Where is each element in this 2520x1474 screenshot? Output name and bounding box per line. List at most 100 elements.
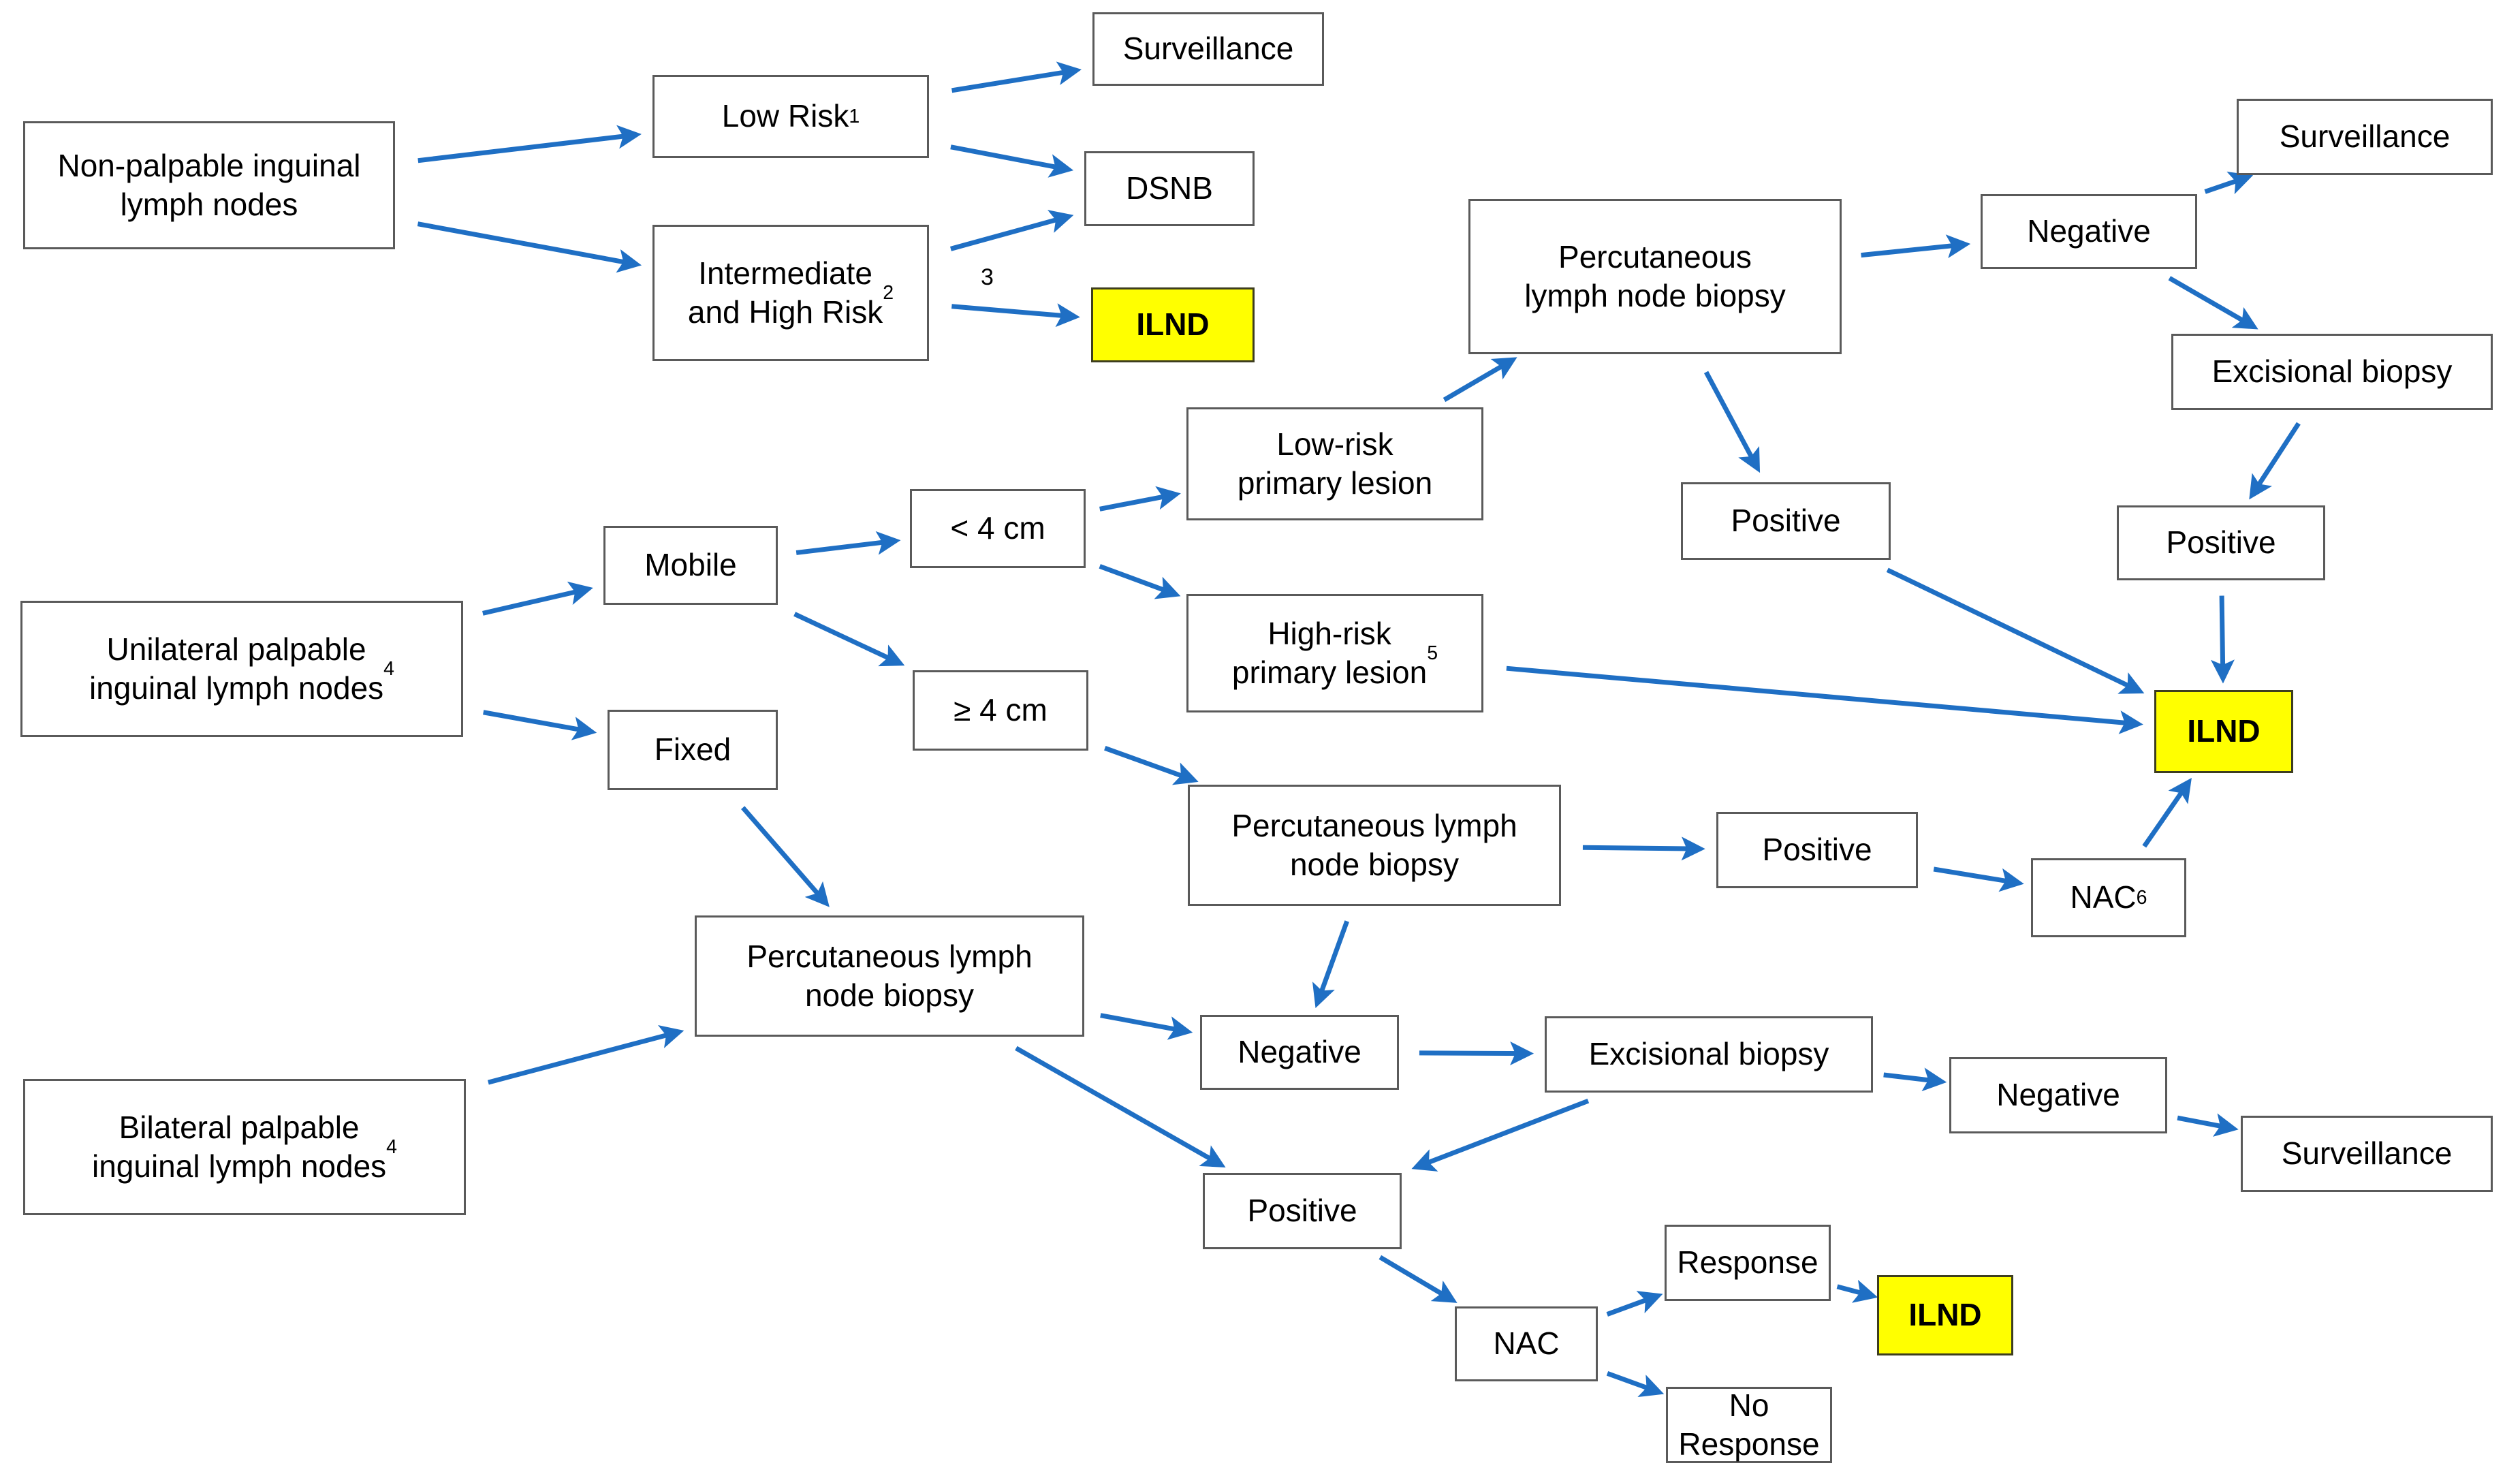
node-low-risk-primary[interactable]: Low-risk primary lesion [1186, 407, 1483, 520]
edge-percutaneous-bottom-to-positive-bottom [1015, 1046, 1226, 1167]
node-percutaneous-mid[interactable]: Percutaneous lymph node biopsy [1188, 785, 1561, 906]
node-label: High-risk primary lesion [1231, 615, 1428, 691]
edge-negative-top-to-surveillance-topright [2204, 172, 2254, 195]
edge-negative-bottom-right-to-surveillance-bottom [2177, 1113, 2239, 1137]
edge-mobile-to-gte-4cm [793, 612, 905, 667]
node-label: Percutaneous lymph node biopsy [1231, 807, 1517, 883]
node-lt-4cm[interactable]: < 4 cm [910, 489, 1086, 568]
edge-fixed-to-percutaneous-bottom [741, 806, 830, 907]
edge-negative-bottom-to-excisional-biopsy-bottom [1419, 1041, 1534, 1066]
node-ilnd-bottom[interactable]: ILND [1877, 1275, 2013, 1355]
node-fixed[interactable]: Fixed [608, 710, 778, 790]
node-label: Low-risk primary lesion [1237, 426, 1433, 501]
node-gte-4cm[interactable]: ≥ 4 cm [913, 670, 1088, 751]
node-negative-bottom[interactable]: Negative [1200, 1015, 1399, 1090]
edge-positive-mid-right-to-ilnd-mid [2210, 595, 2235, 684]
node-label: Mobile [644, 547, 737, 583]
node-label: DSNB [1126, 170, 1213, 206]
edge-intermediate-high-risk-to-ilnd-top [951, 303, 1080, 328]
edge-lt-4cm-to-high-risk-primary [1099, 564, 1181, 599]
node-dsnb[interactable]: DSNB [1084, 151, 1255, 226]
edge-excisional-biopsy-top-to-positive-mid-right [2249, 422, 2301, 500]
node-percutaneous-top[interactable]: Percutaneous lymph node biopsy [1468, 199, 1842, 354]
node-label: Surveillance [2281, 1135, 2453, 1172]
node-positive-nac-row[interactable]: Positive [1716, 812, 1918, 888]
node-surveillance-top[interactable]: Surveillance [1092, 12, 1324, 86]
edge-high-risk-primary-to-ilnd-mid [1506, 665, 2143, 734]
node-no-response[interactable]: No Response [1666, 1387, 1832, 1463]
edge-non-palpable-to-intermediate-high-risk [417, 221, 642, 273]
edge-percutaneous-mid-to-negative-bottom [1312, 920, 1349, 1009]
node-response[interactable]: Response [1665, 1225, 1831, 1301]
node-excisional-biopsy-bottom[interactable]: Excisional biopsy [1545, 1016, 1873, 1093]
node-label: Intermediate and High Risk [687, 255, 883, 330]
node-negative-bottom-right[interactable]: Negative [1949, 1057, 2167, 1133]
node-label: NAC [1493, 1326, 1560, 1362]
edge-percutaneous-bottom-to-negative-bottom [1100, 1013, 1193, 1040]
node-positive-bottom[interactable]: Positive [1203, 1173, 1402, 1249]
node-label: Excisional biopsy [1588, 1036, 1829, 1072]
node-label: No Response [1678, 1387, 1820, 1462]
node-label: Negative [2027, 213, 2151, 249]
node-label: Negative [1238, 1034, 1361, 1070]
node-label: Percutaneous lymph node biopsy [746, 938, 1033, 1014]
node-positive-mid-left[interactable]: Positive [1681, 482, 1891, 560]
edge-negative-top-to-excisional-biopsy-top [2168, 276, 2258, 330]
node-negative-top[interactable]: Negative [1981, 194, 2197, 269]
edge-excisional-biopsy-bottom-to-positive-bottom [1411, 1098, 1590, 1172]
edge-nac-bottom-to-response [1606, 1291, 1663, 1317]
node-excisional-biopsy-top[interactable]: Excisional biopsy [2171, 334, 2493, 410]
node-label: Negative [1996, 1077, 2120, 1113]
edge-unilateral-to-fixed [483, 710, 597, 740]
node-label: Excisional biopsy [2211, 354, 2453, 390]
node-label: Percutaneous lymph node biopsy [1524, 238, 1786, 314]
node-label: Positive [1762, 832, 1872, 868]
node-nac-bottom[interactable]: NAC [1455, 1306, 1598, 1381]
node-label: ILND [1136, 307, 1210, 343]
node-positive-mid-right[interactable]: Positive [2117, 505, 2325, 580]
edge-label-footnote-3: 3 [981, 264, 994, 290]
node-label: Unilateral palpable inguinal lymph nodes [89, 631, 384, 706]
node-surveillance-bottom[interactable]: Surveillance [2241, 1116, 2493, 1192]
node-label: Surveillance [2279, 119, 2451, 155]
edge-positive-mid-left-to-ilnd-mid [1886, 567, 2145, 694]
node-label: Bilateral palpable inguinal lymph nodes [91, 1109, 387, 1185]
edge-lt-4cm-to-low-risk-primary [1099, 486, 1181, 512]
edge-gte-4cm-to-percutaneous-mid [1104, 745, 1199, 785]
node-percutaneous-bottom[interactable]: Percutaneous lymph node biopsy [695, 915, 1084, 1037]
edge-positive-bottom-to-nac-bottom [1379, 1255, 1458, 1303]
node-label: ≥ 4 cm [954, 692, 1048, 728]
node-label: < 4 cm [950, 510, 1045, 546]
node-non-palpable[interactable]: Non-palpable inguinal lymph nodes [23, 121, 395, 249]
edge-low-risk-to-surveillance-top [951, 61, 1082, 93]
node-ilnd-mid[interactable]: ILND [2154, 690, 2293, 773]
node-label: Positive [1247, 1193, 1357, 1229]
edge-response-to-ilnd-bottom [1836, 1279, 1878, 1303]
node-surveillance-topright[interactable]: Surveillance [2237, 99, 2493, 175]
node-label: Positive [2166, 524, 2276, 561]
edge-positive-nac-row-to-nac-sup [1933, 866, 2024, 892]
node-label: Positive [1731, 503, 1841, 539]
node-ilnd-top[interactable]: ILND [1091, 287, 1255, 362]
node-label: ILND [2187, 713, 2261, 749]
node-mobile[interactable]: Mobile [603, 526, 778, 605]
edge-nac-sup-to-ilnd-mid [2142, 777, 2192, 848]
node-label: Fixed [654, 732, 731, 768]
node-unilateral[interactable]: Unilateral palpable inguinal lymph nodes… [20, 601, 463, 737]
node-label: Non-palpable inguinal lymph nodes [57, 147, 361, 223]
edge-percutaneous-mid-to-positive-nac-row [1582, 836, 1705, 861]
edge-excisional-biopsy-bottom-to-negative-bottom-right [1883, 1067, 1947, 1092]
node-label: Response [1677, 1244, 1818, 1281]
edge-percutaneous-top-to-positive-mid-left [1703, 371, 1761, 473]
edge-low-risk-primary-to-percutaneous-top [1443, 357, 1517, 403]
edge-unilateral-to-mobile [482, 581, 593, 616]
edge-intermediate-high-risk-to-dsnb [949, 210, 1074, 251]
edge-nac-bottom-to-no-response [1606, 1371, 1665, 1398]
node-label: NAC [2070, 879, 2137, 915]
